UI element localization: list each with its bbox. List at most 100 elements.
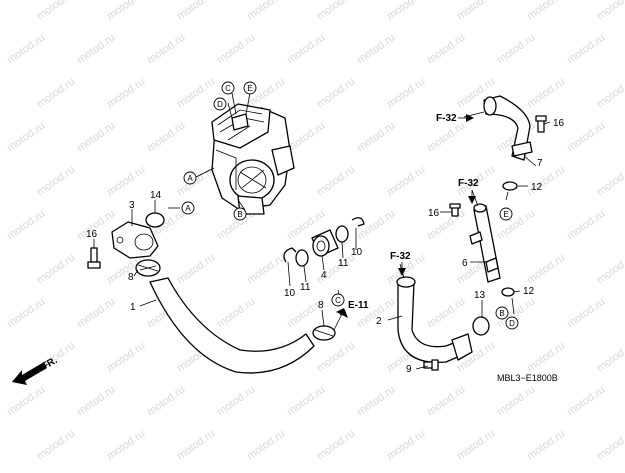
watermark-text: motod.ru (215, 384, 257, 419)
circle-marker: B (233, 207, 247, 221)
watermark-text: motod.ru (355, 120, 397, 155)
watermark-text: motod.ru (145, 384, 187, 419)
circle-marker: A (181, 201, 195, 215)
o-ring-part-12b (501, 287, 515, 297)
watermark-text: motod.ru (75, 296, 117, 331)
watermark-text: motod.ru (35, 252, 77, 287)
joint-pipe-part-4 (311, 229, 339, 257)
watermark-text: motod.ru (525, 428, 567, 463)
watermark-text: motod.ru (595, 252, 625, 287)
watermark-text: motod.ru (425, 296, 467, 331)
circle-marker: D (213, 97, 227, 111)
watermark-text: motod.ru (355, 32, 397, 67)
watermark-text: motod.ru (145, 120, 187, 155)
watermark-text: motod.ru (75, 120, 117, 155)
part-label: 16 (428, 208, 440, 219)
watermark-text: motod.ru (315, 340, 357, 375)
part-label: 10 (284, 288, 296, 299)
watermark-text: motod.ru (425, 32, 467, 67)
part-label: 11 (300, 282, 311, 293)
watermark-text: motod.ru (385, 164, 427, 199)
watermark-text: motod.ru (245, 252, 287, 287)
part-label: 16 (86, 229, 98, 240)
clip-part-10 (283, 247, 297, 263)
watermark-text: motod.ru (105, 428, 147, 463)
part-label: 9 (406, 364, 412, 375)
svg-text:E: E (503, 210, 508, 219)
bolt-part-16-top (535, 115, 547, 133)
o-ring-part-11 (295, 249, 309, 267)
part-label: 14 (150, 190, 162, 201)
o-ring-part-13 (472, 316, 490, 336)
engine-illustration (211, 103, 295, 215)
watermark-text: motod.ru (525, 0, 567, 22)
svg-text:D: D (217, 100, 223, 109)
circle-marker: C (221, 81, 235, 95)
svg-text:A: A (185, 204, 191, 213)
watermark-text: motod.ru (315, 428, 357, 463)
watermark-text: motod.ru (35, 164, 77, 199)
part-label: 11 (338, 258, 349, 269)
part-label: 8 (318, 300, 324, 311)
watermark-text: motod.ru (5, 120, 47, 155)
watermark-text: motod.ru (565, 120, 607, 155)
watermark-text: motod.ru (525, 340, 567, 375)
svg-text:B: B (237, 210, 242, 219)
watermark-text: motod.ru (595, 340, 625, 375)
watermark-text: motod.ru (105, 164, 147, 199)
ref-label: E-11 (348, 300, 369, 311)
watermark-text: motod.ru (525, 252, 567, 287)
reference-labels: F-32 F-32 F-32 E-11 (336, 113, 479, 318)
watermark-text: motod.ru (565, 384, 607, 419)
part-label: 4 (321, 270, 327, 281)
svg-text:B: B (499, 309, 504, 318)
ref-label: F-32 (390, 251, 411, 262)
watermark-text: motod.ru (35, 76, 77, 111)
watermark-text: motod.ru (565, 208, 607, 243)
watermark-text: motod.ru (385, 76, 427, 111)
circle-marker: E (499, 207, 513, 221)
water-pipe-part-6 (469, 203, 501, 283)
part-label: 16 (553, 118, 565, 129)
ref-label: F-32 (436, 113, 457, 124)
o-ring-part-11b (335, 225, 349, 243)
watermark-text: motod.ru (355, 384, 397, 419)
watermark-text: motod.ru (35, 428, 77, 463)
watermark-text: motod.ru (5, 32, 47, 67)
part-number-labels: 1 2 3 4 6 7 8 8 9 10 10 11 11 12 12 13 1… (86, 118, 565, 375)
watermark-text: motod.ru (285, 384, 327, 419)
svg-text:A: A (187, 174, 193, 183)
watermark-text: motod.ru (455, 0, 497, 22)
front-direction-arrow-icon (12, 362, 47, 385)
part-label: 3 (129, 200, 135, 211)
watermark-text: motod.ru (315, 164, 357, 199)
hose-clamp-part-8 (135, 259, 161, 277)
watermark-text: motod.ru (245, 428, 287, 463)
o-ring-part-12 (502, 181, 518, 191)
bolt-part-16 (87, 247, 101, 269)
watermark-text: motod.ru (245, 0, 287, 22)
svg-text:E: E (247, 84, 252, 93)
watermark-text: motod.ru (5, 208, 47, 243)
watermark-text: motod.ru (455, 428, 497, 463)
watermark-text: motod.ru (595, 428, 625, 463)
bolt-part-9 (423, 359, 439, 371)
circled-letters: A A B B C C D D E E (181, 81, 519, 330)
watermark-text: motod.ru (565, 296, 607, 331)
circle-marker: B (495, 306, 509, 320)
bolt-part-16-mid (449, 203, 461, 217)
watermark-text: motod.ru (385, 0, 427, 22)
part-label: 8 (128, 272, 134, 283)
svg-text:D: D (509, 319, 515, 328)
circle-marker: E (243, 81, 257, 95)
watermark-text: motod.ru (75, 32, 117, 67)
ref-label: F-32 (458, 178, 479, 189)
watermark-text: motod.ru (595, 0, 625, 22)
watermark-text: motod.ru (175, 164, 217, 199)
watermark-text: motod.ru (495, 32, 537, 67)
watermark-text: motod.ru (215, 296, 257, 331)
part-label: 12 (531, 182, 543, 193)
watermark-text: motod.ru (75, 384, 117, 419)
